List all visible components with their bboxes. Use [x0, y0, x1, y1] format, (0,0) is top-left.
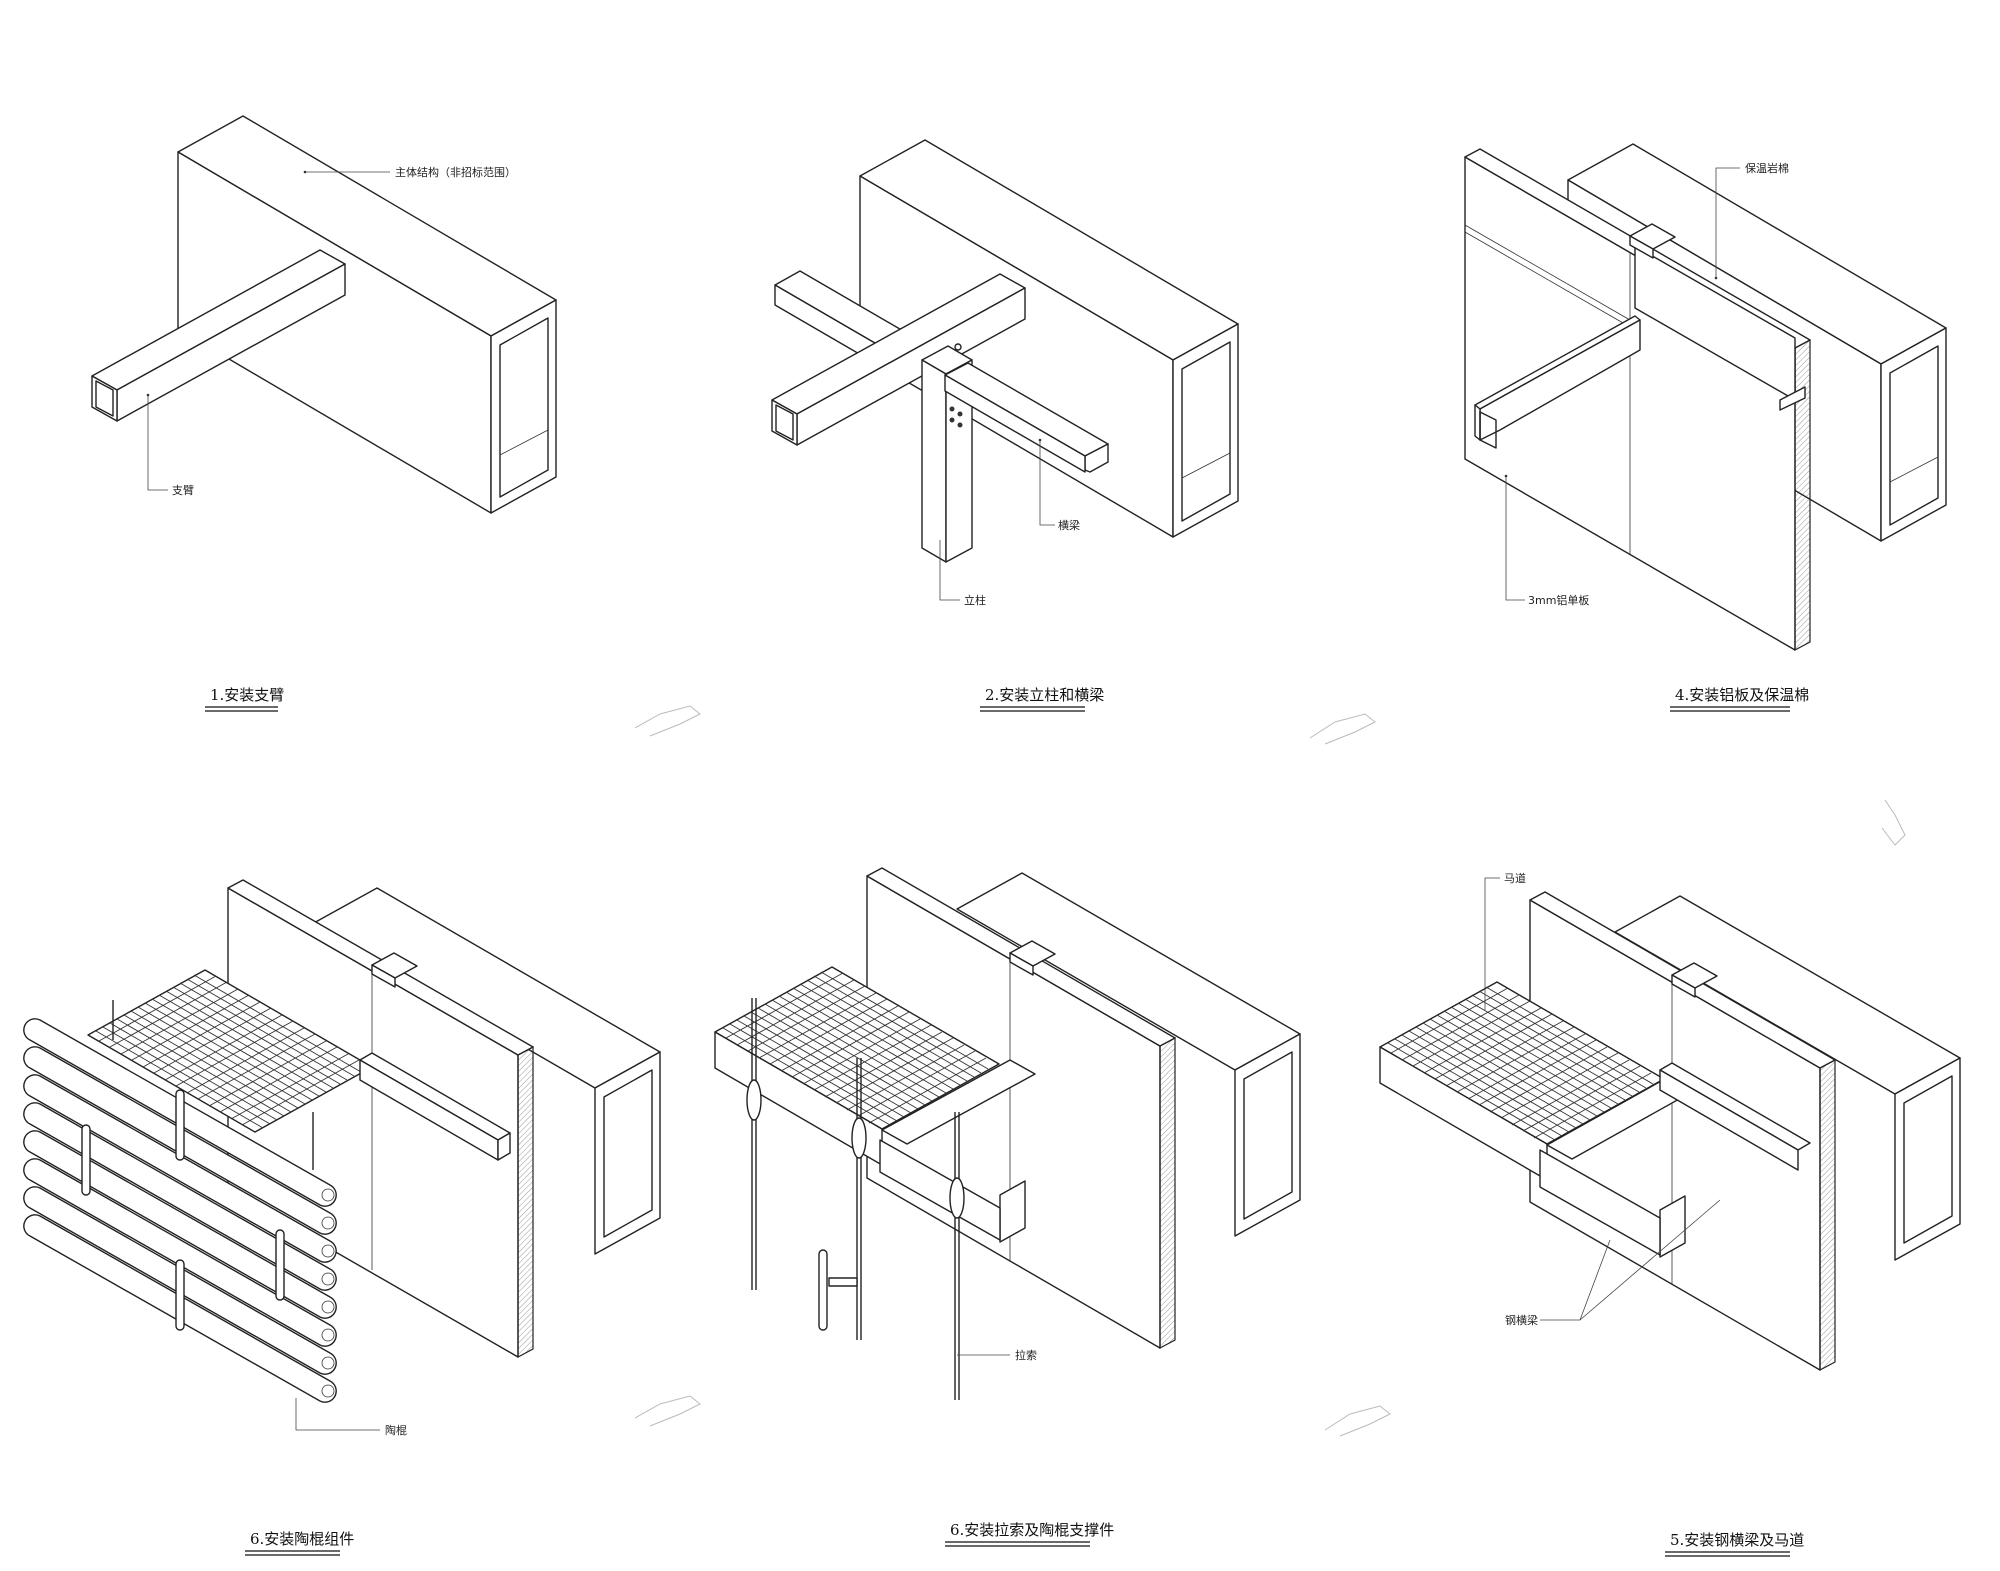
walkway-grating-6	[1379, 981, 1665, 1181]
support-arm-2	[771, 273, 1026, 446]
panel-2-caption: 2.安装立柱和横梁	[985, 686, 1104, 704]
cable-label: 拉索	[1015, 1348, 1037, 1362]
ceramic-rods	[23, 1018, 337, 1403]
panel-5-install-cables: 拉索 6.安装拉索及陶棍支撑件	[714, 867, 1301, 1547]
support-arm	[91, 249, 346, 422]
panel-3-caption: 4.安装铝板及保温棉	[1675, 686, 1809, 704]
main-structure-label: 主体结构（非招标范围）	[395, 165, 516, 179]
panel-3-install-aluminum-panel: 保温岩棉 3mm铝单板 4.安装铝板及保温棉	[1464, 143, 1947, 712]
walkway-grating-4	[87, 969, 373, 1133]
walkway-label: 马道	[1504, 871, 1526, 885]
main-structure-box	[177, 115, 557, 514]
column-label: 立柱	[964, 593, 986, 607]
main-structure-box-5	[956, 872, 1301, 1237]
panel-label: 3mm铝单板	[1528, 593, 1589, 607]
panel-5-caption: 6.安装拉索及陶棍支撑件	[950, 1521, 1114, 1539]
arm-label: 支臂	[172, 484, 194, 497]
rod-label: 陶棍	[385, 1423, 407, 1437]
steel-beams	[1539, 1062, 1811, 1258]
cables	[746, 998, 965, 1400]
walkway-grating-5	[714, 966, 1000, 1166]
main-structure-box-4	[311, 887, 661, 1255]
panel-2-install-column-beam: 横梁 立柱 2.安装立柱和横梁	[771, 139, 1239, 712]
panel-1-install-arm: 主体结构（非招标范围） 支臂 1.安装支臂	[91, 115, 557, 712]
steel-beam-label: 钢横梁	[1505, 1313, 1538, 1327]
panel-6-caption: 5.安装钢横梁及马道	[1670, 1531, 1804, 1549]
faint-arrow-marks	[634, 705, 1906, 1437]
panel-4-caption: 6.安装陶棍组件	[250, 1530, 354, 1548]
panel-1-caption: 1.安装支臂	[210, 686, 284, 704]
support-arm-3	[1474, 315, 1641, 449]
beam-label: 横梁	[1058, 518, 1080, 532]
insulation-label: 保温岩棉	[1745, 161, 1789, 175]
panel-6-install-steel-beam-walkway: 马道 钢横梁 5.安装钢横梁及马道	[1379, 871, 1961, 1557]
panel-4-install-ceramic-rods: 陶棍 6.安装陶棍组件	[23, 879, 661, 1556]
cross-beam	[944, 362, 1109, 473]
